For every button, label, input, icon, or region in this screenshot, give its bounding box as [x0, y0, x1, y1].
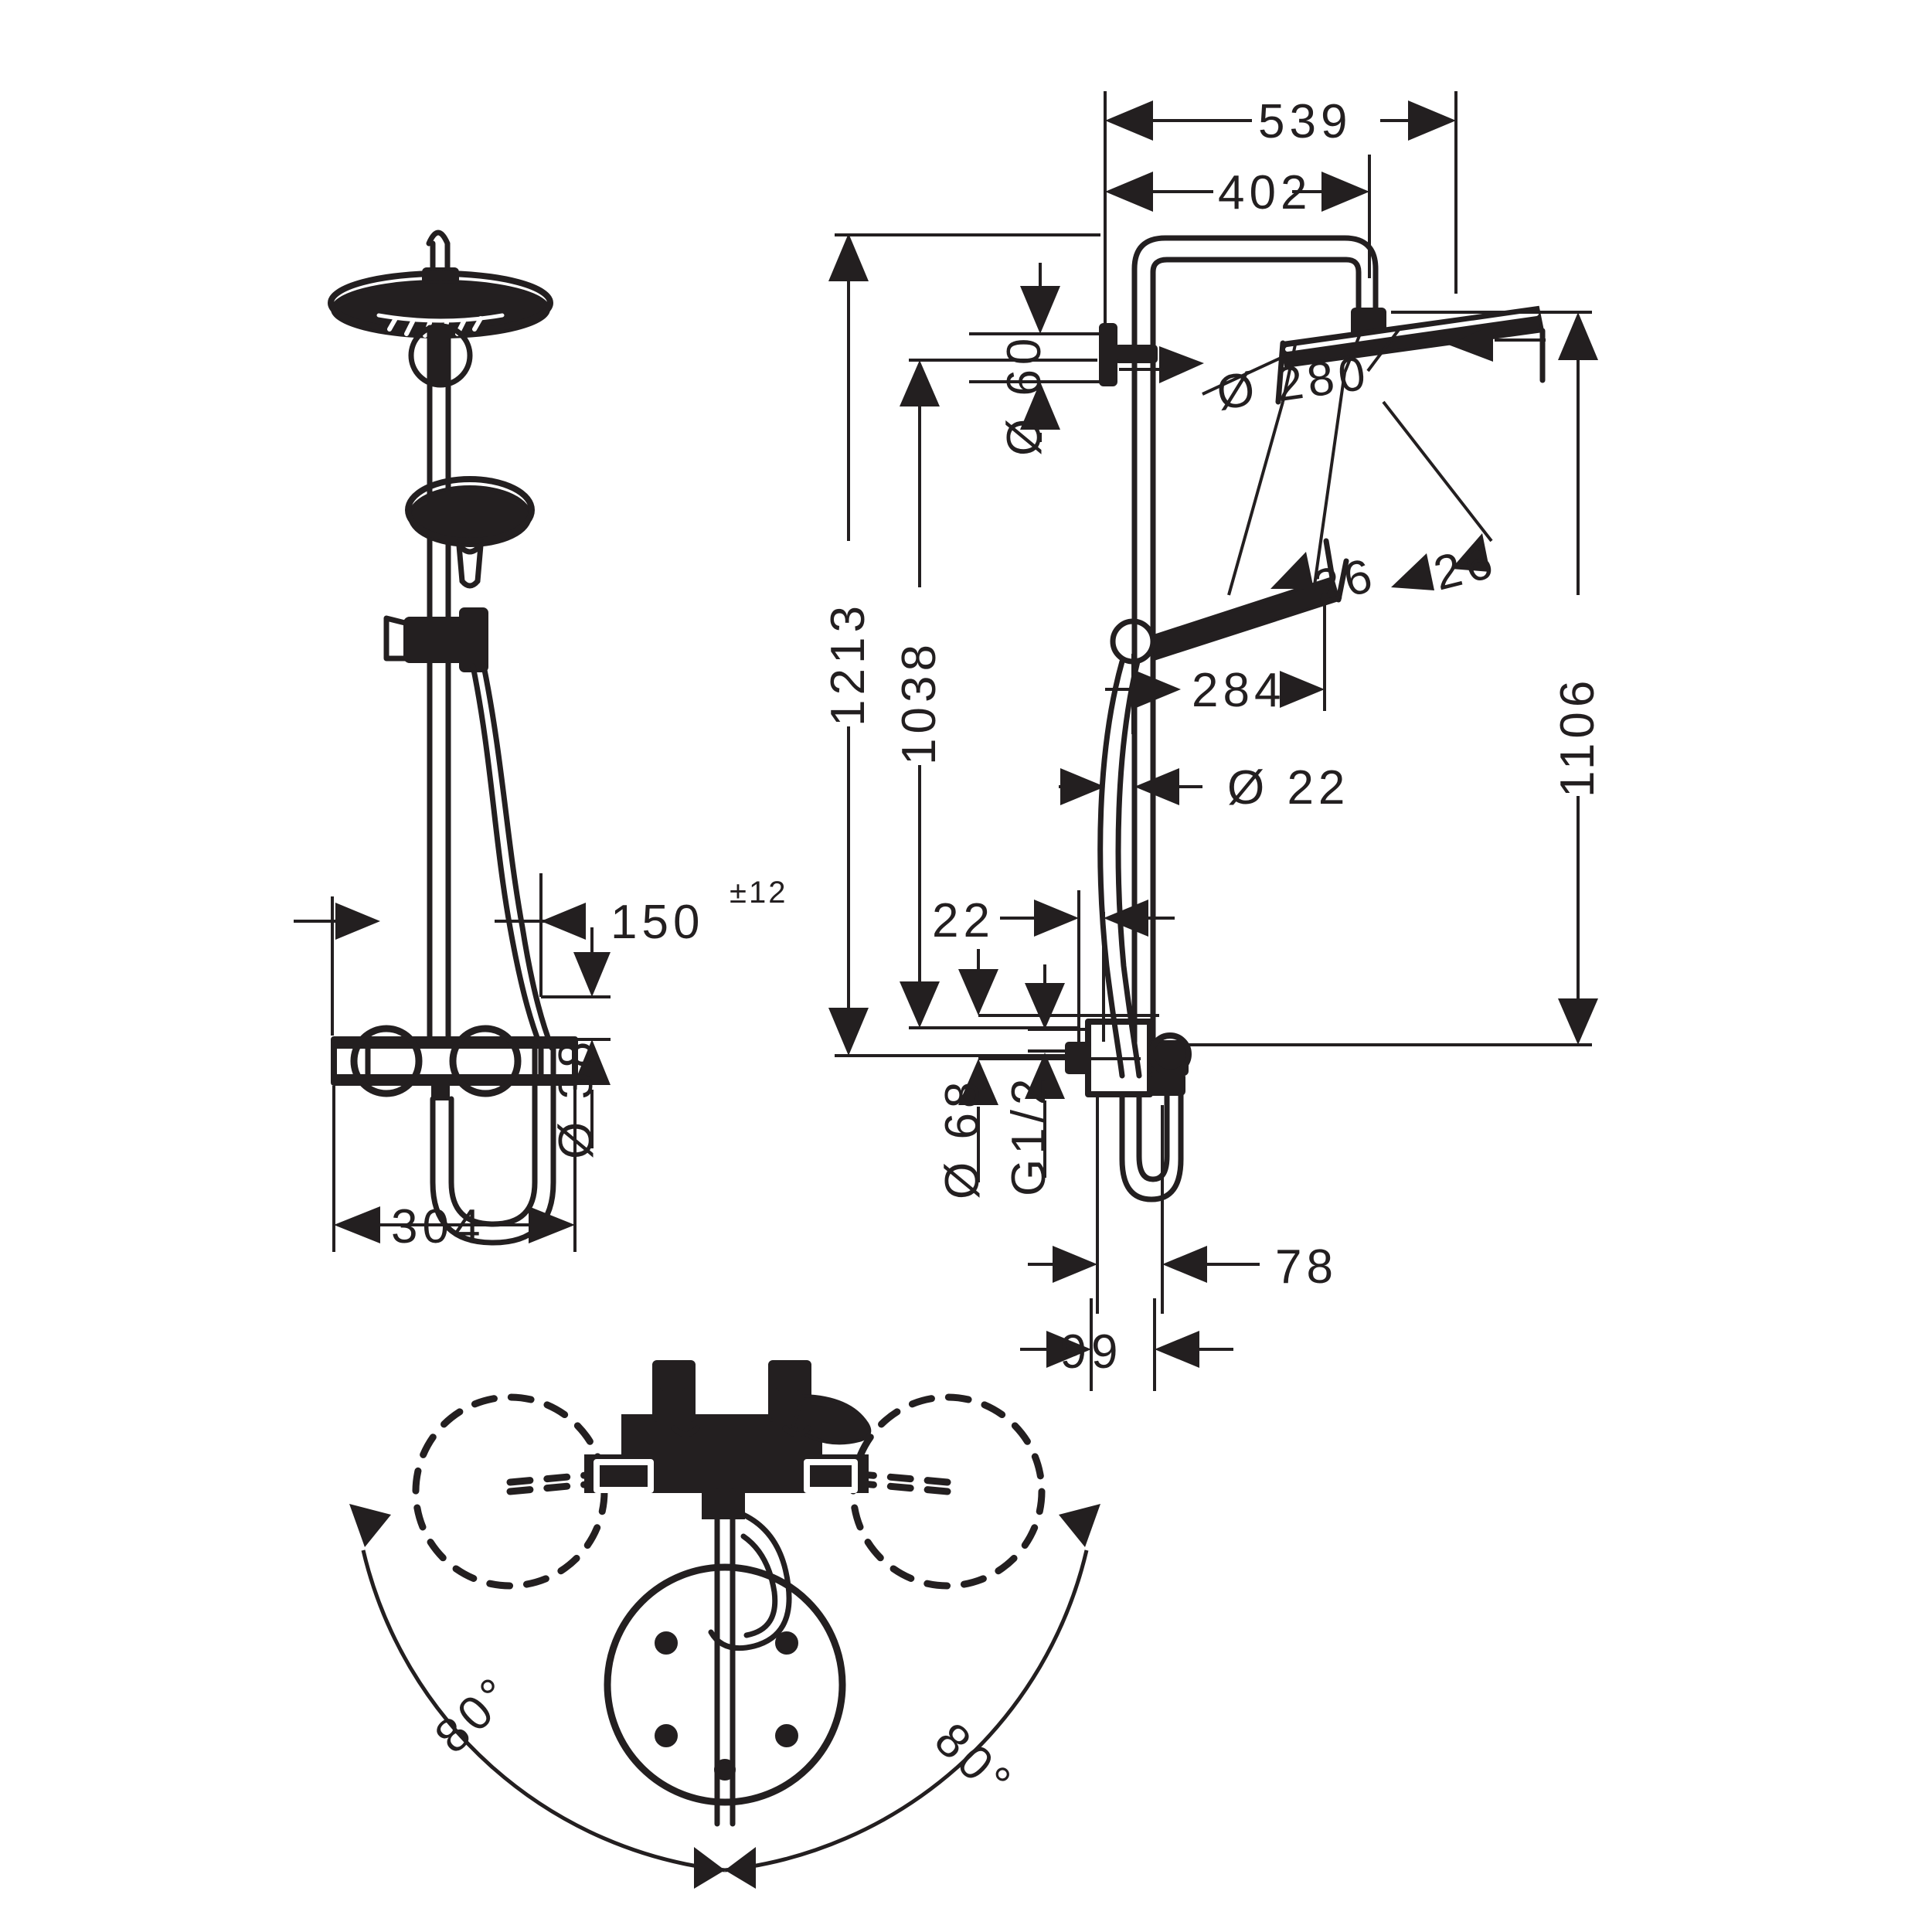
dim-label-1213: 1213: [821, 601, 875, 726]
angle-label-80-left: 80°: [425, 1665, 524, 1764]
shower-hose-front: [470, 663, 555, 1051]
dim-1038: 1038: [893, 359, 1097, 1029]
thermostat-plan-body: [584, 1360, 872, 1519]
dim-label-38: Ø 38: [549, 1037, 603, 1159]
dim-68: Ø 68: [936, 949, 1159, 1199]
plan-swivel-view: 80° 80°: [349, 1360, 1100, 1889]
dim-label-68: Ø 68: [936, 1077, 989, 1199]
dim-99: 99: [1020, 1298, 1233, 1391]
dim-284: 284: [1105, 587, 1326, 734]
shower-arm-side: [1131, 235, 1379, 1045]
dim-38: Ø 38: [541, 927, 611, 1159]
dim-label-1106: 1106: [1551, 676, 1604, 798]
dim-26-left: 26: [1227, 401, 1382, 615]
dim-22-dia: Ø 22: [1059, 761, 1349, 815]
dim-60: Ø 60: [969, 263, 1100, 456]
dim-label-539: 539: [1258, 95, 1352, 148]
dim-label-22: 22: [932, 894, 995, 947]
hand-shower-side: [1110, 538, 1349, 665]
dim-label-60: Ø 60: [998, 334, 1051, 456]
dim-26-right: 26: [1312, 372, 1502, 601]
dim-label-150: 150: [611, 896, 704, 949]
dim-label-304: 304: [391, 1200, 485, 1253]
dim-label-1038: 1038: [893, 640, 946, 765]
dim-150: 150 ±12: [294, 873, 787, 1036]
hand-shower-front: [405, 476, 535, 589]
angle-arcs: 80° 80°: [349, 1504, 1100, 1889]
dim-304: 304: [332, 1086, 577, 1253]
base-disc-plan: [604, 1563, 846, 1806]
side-elevation-view: 539 402 1213: [821, 91, 1604, 1391]
dim-label-280: Ø 280: [1213, 346, 1373, 420]
dim-label-78: 78: [1275, 1240, 1338, 1294]
dim-label-g12: G1/2: [1002, 1074, 1056, 1196]
wall-connector-plate: [1099, 323, 1158, 386]
dim-label-284: 284: [1192, 664, 1285, 717]
dim-label-99: 99: [1060, 1325, 1123, 1379]
dim-label-26-right: 26: [1429, 534, 1502, 601]
angle-label-80-right: 80°: [924, 1713, 1023, 1811]
riser-pipe-front: [427, 325, 451, 1043]
hose-loop-side: [1119, 1091, 1184, 1202]
dim-78: 78: [1028, 1097, 1338, 1314]
overhead-shower-front: [328, 230, 553, 338]
overhead-shower-side: [1275, 305, 1546, 405]
dim-label-402: 402: [1218, 166, 1311, 219]
dim-label-150-tolerance: ±12: [730, 876, 787, 910]
dim-1106: 1106: [1182, 311, 1604, 1046]
dim-280: Ø 280: [1119, 325, 1546, 420]
dim-label-22-dia: Ø 22: [1227, 761, 1349, 815]
thermostat-valve-front: [331, 1025, 578, 1100]
shower-arm-collar-front: [408, 323, 473, 388]
hand-shower-holder-front: [383, 607, 488, 672]
front-elevation-view: 150 ±12 304 Ø 38: [294, 230, 787, 1253]
dim-1213: 1213: [821, 233, 1100, 1057]
dim-402: 402: [1104, 155, 1371, 346]
dim-g12: G1/2: [1002, 964, 1090, 1196]
